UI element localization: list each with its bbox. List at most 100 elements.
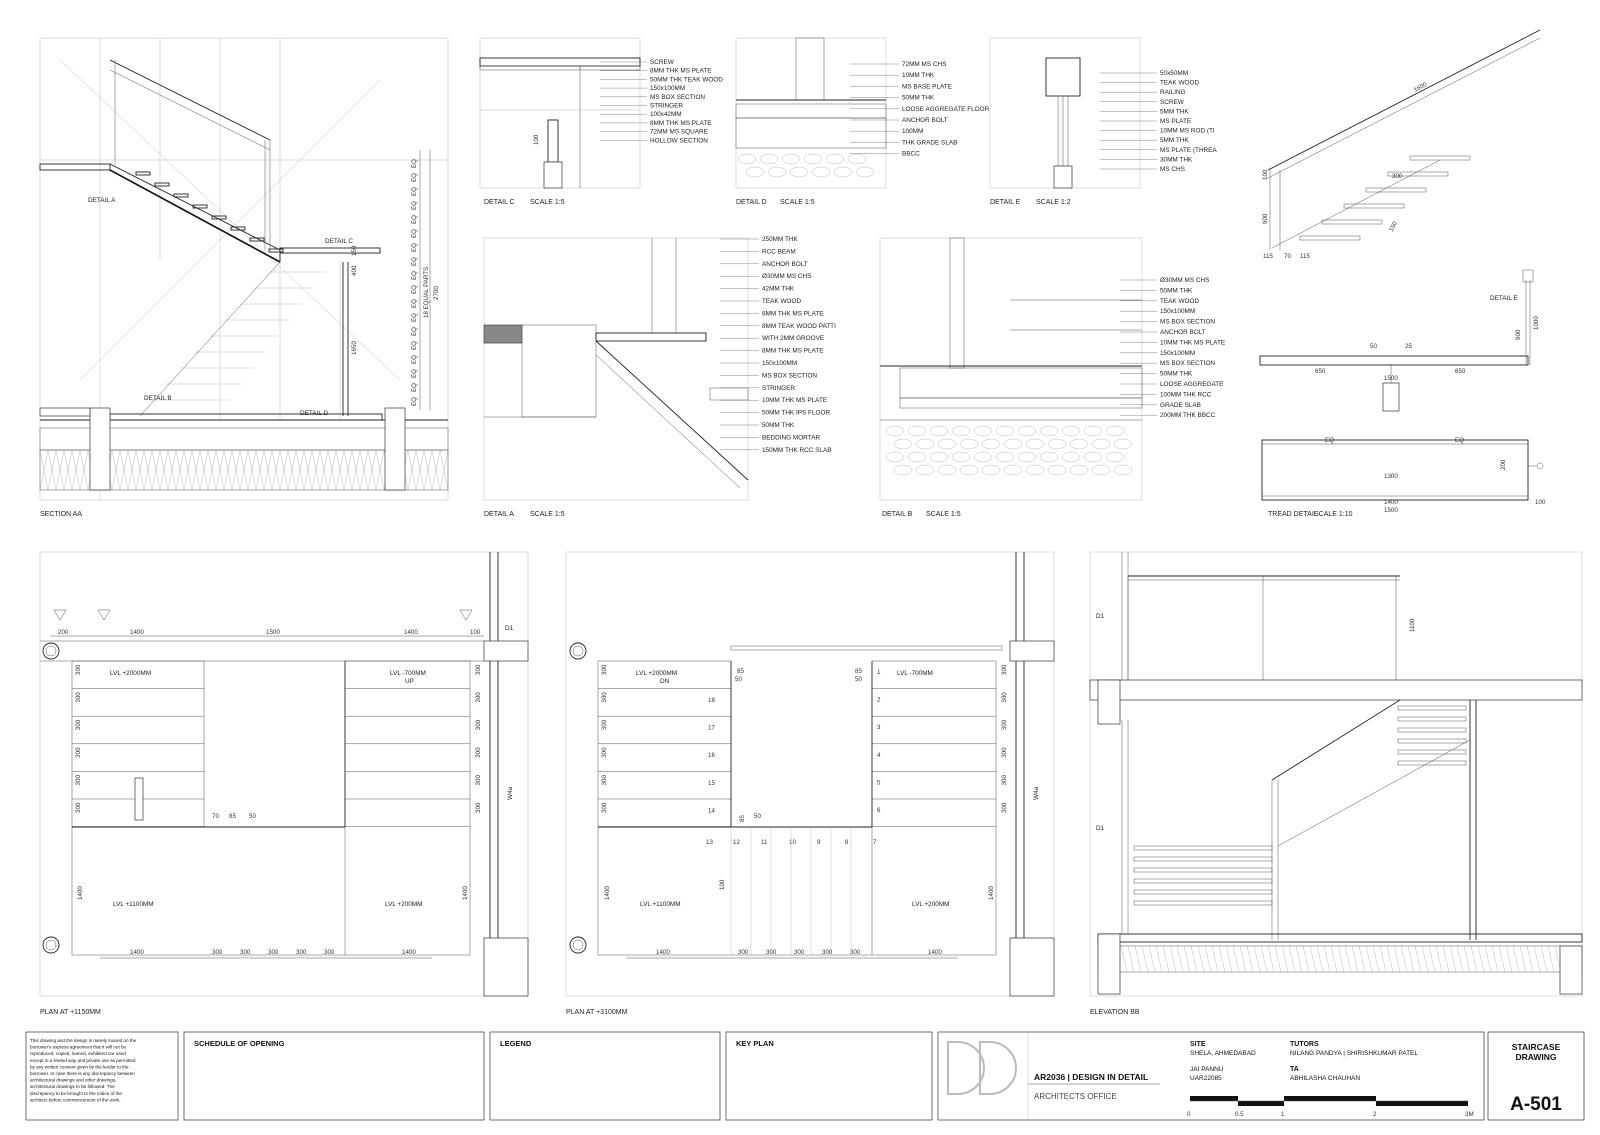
aa-tread [211, 215, 227, 220]
detail-d-note-1: 10MM THK [902, 72, 935, 79]
aa-eq-7: EQ [411, 299, 418, 308]
detail-d-caption: DETAIL D [736, 199, 767, 206]
section-aa: DETAIL A DETAIL B DETAIL C DETAIL D 400 … [39, 37, 449, 518]
elev-tread-lower [1133, 856, 1273, 862]
aa-tread [192, 204, 208, 209]
disclaimer-line: architect before commencement of the wor… [30, 1097, 121, 1102]
disclaimer-line: discrepancy to be brought to the notice … [30, 1091, 122, 1096]
detail-c-note-2: 50MM THK TEAK WOOD [650, 76, 723, 83]
tread-dim-900b: 900 [1515, 329, 1522, 340]
p2-step-bottom-8: 8 [845, 839, 849, 846]
p1-small-70: 70 [212, 813, 219, 820]
p2-side-l-0: 300 [601, 664, 608, 675]
detail-b-note-0: Ø30MM MS CHS [1160, 277, 1209, 284]
detail-b-note-11: 100MM THK RCC [1160, 391, 1212, 398]
disclaimer-line: architectural drawings and other drawing… [30, 1078, 116, 1083]
detail-c-note-5: STRINGER [650, 103, 683, 110]
sheet-title-line1: STAIRCASE [1512, 1042, 1561, 1052]
detail-e-note-6: 10MM MS ROD (TI [1160, 128, 1215, 135]
elev-tread-lower [1133, 867, 1273, 873]
disclaimer-text: This drawing and the design is merely lo… [30, 1038, 137, 1102]
detail-a-note-1: RCC BEAM [762, 248, 796, 255]
detail-b-note-10: LOOSE AGGREGATE [1160, 381, 1223, 388]
detail-a-note-12: STRINGER [762, 385, 795, 392]
detail-c-note-8: 72MM MS SQUARE [650, 129, 708, 136]
aa-tread [173, 193, 189, 198]
detail-a-note-5: TEAK WOOD [762, 298, 801, 305]
tread-label-detail-e: DETAIL E [1490, 295, 1518, 302]
p1-top-dim-4: 100 [470, 629, 481, 636]
p2-step-left-17: 17 [708, 725, 715, 732]
disclaimer-line: borrower's express agreement that it wil… [30, 1045, 127, 1050]
legend-heading: LEGEND [500, 1039, 532, 1048]
p2-step-left-16: 16 [708, 752, 715, 759]
detail-b-note-9: 50MM THK [1160, 371, 1193, 378]
tutors-heading: TUTORS [1290, 1041, 1319, 1048]
aa-eq-2: EQ [411, 369, 418, 378]
detail-a-note-4: 42MM THK [762, 286, 795, 293]
disclaimer-line: except in a limited way and private use … [30, 1058, 136, 1063]
p2-bottom-dim-3: 300 [794, 949, 805, 956]
tread-dim-650a: 650 [1315, 368, 1326, 375]
p1-lvl-200: LVL +200MM [385, 901, 422, 908]
sheet-title-line2: DRAWING [1515, 1052, 1556, 1062]
tread-dim-650b: 650 [1455, 368, 1466, 375]
aa-eq-14: EQ [411, 201, 418, 210]
detail-a-caption: DETAIL A [484, 511, 514, 518]
elev-door-d1-top: D1 [1096, 613, 1105, 620]
p2-side-r-4: 300 [1001, 775, 1008, 786]
section-marker-icon [53, 609, 67, 621]
detail-e-note-7: 5MM THK [1160, 137, 1189, 144]
p2-small-50b: 50 [855, 676, 862, 683]
aa-tread [268, 248, 284, 253]
elev-tread-upper [1397, 705, 1467, 711]
detail-d-note-0: 72MM MS CHS [902, 61, 946, 68]
detail-b-note-3: 150x100MM [1160, 308, 1195, 315]
aa-eq-6: EQ [411, 313, 418, 322]
detail-c-note-1: 8MM THK MS PLATE [650, 68, 712, 75]
aa-dim-400: 400 [351, 265, 358, 276]
detail-e-note-9: 30MM THK [1160, 156, 1193, 163]
p2-step-right-2: 2 [877, 697, 881, 704]
p2-side-l-2: 300 [601, 719, 608, 730]
detail-d-note-7: THK GRADE SLAB [902, 139, 957, 146]
tread-dim-300: 300 [1392, 173, 1403, 180]
elev-tread-lower [1133, 878, 1273, 884]
p2-step-bottom-13: 13 [706, 839, 713, 846]
p2-step-bottom-12: 12 [733, 839, 740, 846]
tread-perspective [1409, 155, 1471, 161]
p1-top-dim-3: 1400 [404, 629, 418, 636]
tread-plan-1500: 1500 [1384, 507, 1398, 514]
detail-b-note-4: MS BOX SECTION [1160, 319, 1215, 326]
p1-bottom-dim-0: 1400 [130, 949, 144, 956]
student-roll: UAR22085 [1190, 1075, 1222, 1082]
p2-step-left-15: 15 [708, 780, 715, 787]
site-value: SHELA, AHMEDABAD [1190, 1050, 1256, 1057]
section-marker-icon [459, 609, 473, 621]
detail-a-note-13: 10MM THK MS PLATE [762, 397, 827, 404]
sheet-number: A-501 [1510, 1094, 1562, 1115]
p2-bottom-dim-6: 1400 [928, 949, 942, 956]
p1-lvl-2000: LVL +2000MM [110, 670, 151, 677]
p1-side-r-2: 300 [475, 719, 482, 730]
p1-side-l-4: 300 [75, 775, 82, 786]
detail-c-note-0: SCREW [650, 59, 675, 66]
p1-small-85: 85 [229, 813, 236, 820]
p1-side-r-4: 300 [475, 775, 482, 786]
tread-dim-150: 150 [1388, 220, 1400, 233]
schedule-heading: SCHEDULE OF OPENING [194, 1039, 285, 1048]
detail-b-note-12: GRADE SLAB [1160, 402, 1201, 409]
detail-a-note-0: 250MM THK [762, 236, 798, 243]
detail-a-note-17: 150MM THK RCC SLAB [762, 447, 832, 454]
section-marker-icon [97, 609, 111, 621]
scale-tick-0: 0 [1187, 1111, 1191, 1118]
detail-b-note-5: ANCHOR BOLT [1160, 329, 1206, 336]
detail-a-note-8: WITH 2MM GROOVE [762, 335, 824, 342]
elev-tread-upper [1397, 716, 1467, 722]
disclaimer-line: by any written consent given by the lend… [30, 1064, 129, 1069]
p2-step-right-3: 3 [877, 724, 881, 731]
